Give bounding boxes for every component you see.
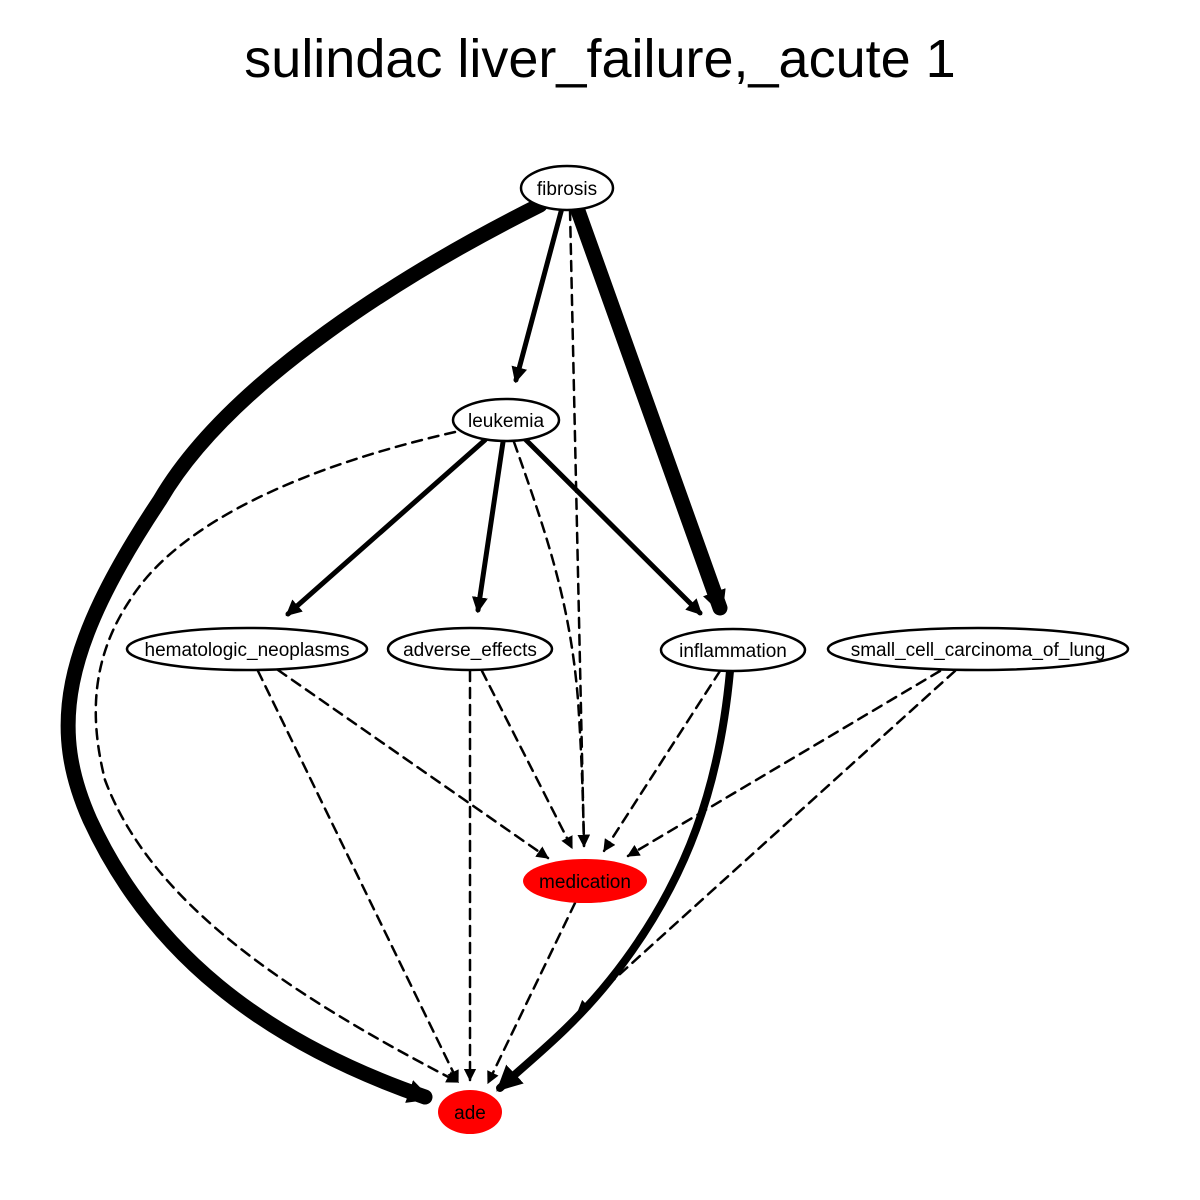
node-small_cell_carcinoma_of_lung: small_cell_carcinoma_of_lung <box>826 626 1130 672</box>
node-label-ade: ade <box>454 1103 486 1124</box>
node-label-inflammation: inflammation <box>679 641 787 662</box>
nodes-layer: fibrosis leukemia hematologic_neoplasms adv… <box>125 164 1130 1134</box>
node-ellipse-hematologic_neoplasms <box>125 626 369 672</box>
node-inflammation: inflammation <box>659 627 807 673</box>
edge-leukemia-to-hematologic_neoplasms <box>285 437 488 617</box>
edge-leukemia-to-adverse_effects <box>471 439 506 614</box>
node-label-leukemia: leukemia <box>468 411 544 432</box>
edge-medication-to-ade <box>486 901 577 1085</box>
node-ade: ade <box>438 1090 502 1134</box>
node-ellipse-fibrosis <box>519 164 615 212</box>
edge-small_cell_carcinoma_of_lung-to-medication <box>626 669 942 858</box>
edges-layer <box>60 197 957 1105</box>
node-ellipse-small_cell_carcinoma_of_lung <box>826 626 1130 672</box>
node-leukemia: leukemia <box>451 397 561 443</box>
edge-fibrosis-to-medication <box>568 208 591 848</box>
edge-adverse_effects-to-medication <box>480 669 574 850</box>
node-label-small_cell_carcinoma_of_lung: small_cell_carcinoma_of_lung <box>851 640 1106 661</box>
edge-fibrosis-to-ade <box>60 197 548 1105</box>
edge-small_cell_carcinoma_of_lung-to-ade <box>576 669 957 1014</box>
edge-hematologic_neoplasms-to-ade <box>256 669 460 1084</box>
edge-leukemia-to-medication <box>512 440 591 848</box>
node-label-adverse_effects: adverse_effects <box>403 640 537 661</box>
node-fibrosis: fibrosis <box>519 164 615 212</box>
node-label-hematologic_neoplasms: hematologic_neoplasms <box>145 640 350 661</box>
edge-fibrosis-to-leukemia <box>511 205 565 384</box>
edge-inflammation-to-ade <box>496 667 734 1092</box>
node-ellipse-ade <box>438 1090 502 1134</box>
edge-hematologic_neoplasms-to-medication <box>276 668 550 860</box>
edge-inflammation-to-medication <box>602 669 722 853</box>
edge-leukemia-to-inflammation <box>522 436 703 616</box>
node-ellipse-inflammation <box>659 627 807 673</box>
node-ellipse-adverse_effects <box>386 626 554 672</box>
edge-fibrosis-to-inflammation <box>569 200 728 616</box>
node-medication: medication <box>523 859 647 903</box>
node-ellipse-leukemia <box>451 397 561 443</box>
node-label-fibrosis: fibrosis <box>537 179 597 200</box>
node-adverse_effects: adverse_effects <box>386 626 554 672</box>
node-label-medication: medication <box>539 872 631 893</box>
node-ellipse-medication <box>523 859 647 903</box>
diagram-title: sulindac liver_failure,_acute 1 <box>244 29 956 89</box>
node-hematologic_neoplasms: hematologic_neoplasms <box>125 626 369 672</box>
